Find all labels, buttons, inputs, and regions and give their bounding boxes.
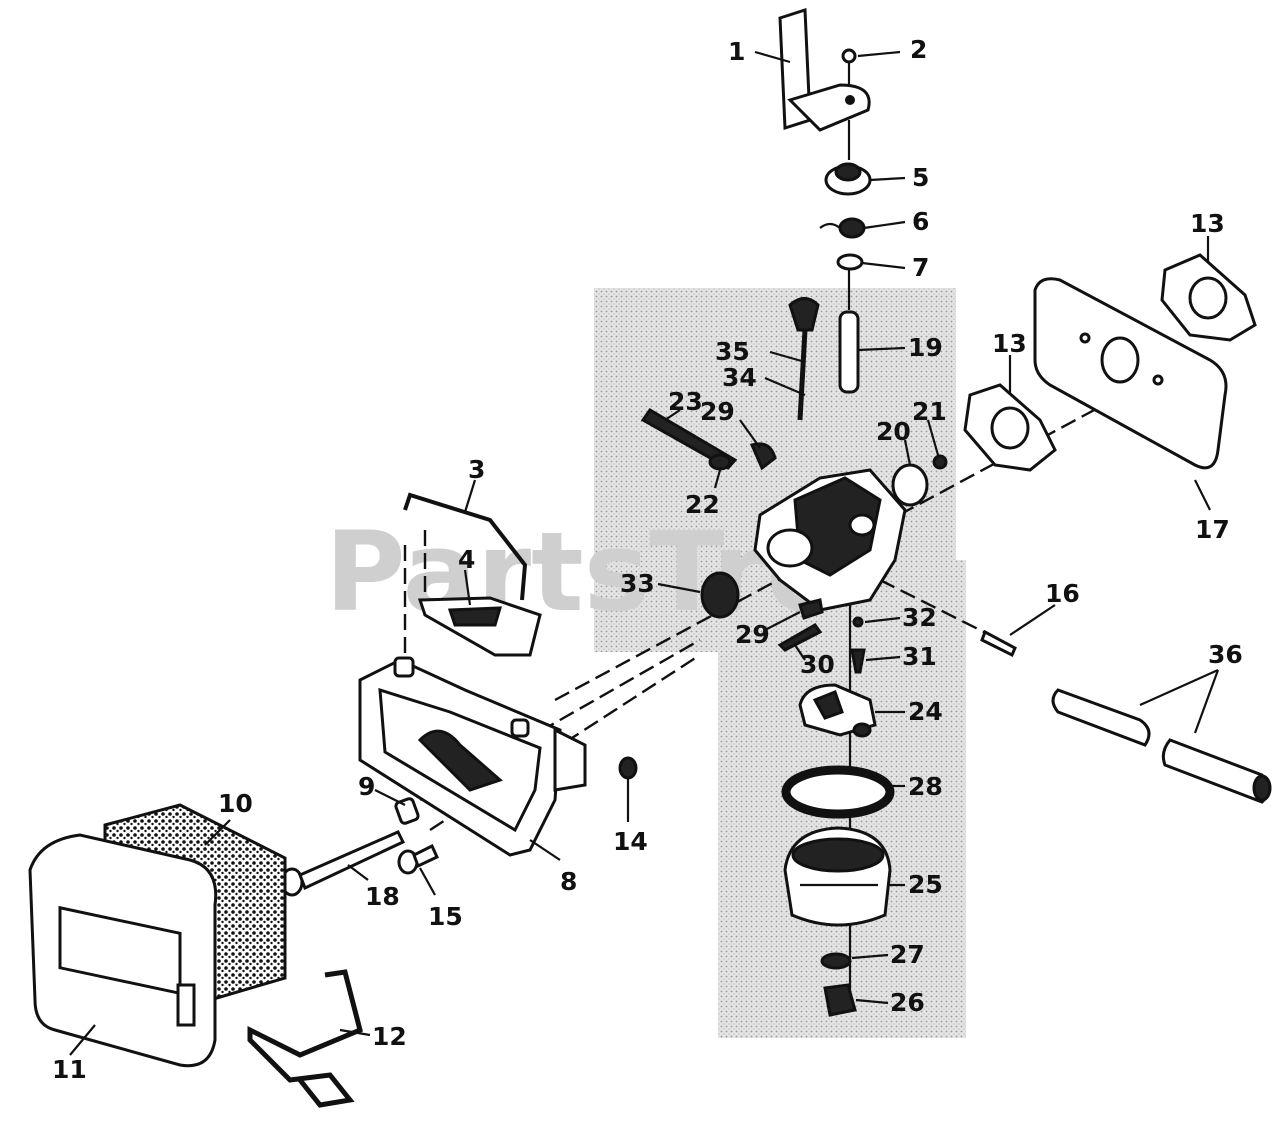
callout-11: 11 — [52, 1055, 87, 1084]
callout-4: 4 — [458, 545, 475, 574]
part-26-nut — [823, 983, 857, 1017]
part-31-needle-valve — [850, 648, 866, 674]
callout-34: 34 — [722, 363, 757, 392]
part-5-knob — [824, 162, 872, 196]
callout-15: 15 — [428, 902, 463, 931]
part-29-clip-lower — [798, 598, 824, 620]
callout-29-lower: 29 — [735, 620, 770, 649]
part-15-short-bolt — [397, 843, 439, 875]
part-21-plug — [932, 454, 948, 470]
part-18-long-bolt — [280, 830, 406, 897]
callout-8: 8 — [560, 867, 577, 896]
part-28-gasket — [781, 765, 895, 819]
callout-30: 30 — [800, 650, 835, 679]
callout-12: 12 — [372, 1022, 407, 1051]
part-22-spring — [708, 453, 732, 471]
callout-35: 35 — [715, 337, 750, 366]
callout-16: 16 — [1045, 579, 1080, 608]
callout-leader-lines — [69, 50, 1220, 1056]
callout-9: 9 — [358, 772, 375, 801]
part-13-gasket-right — [1160, 253, 1257, 342]
part-11-filter-cover — [28, 833, 218, 1068]
callout-6: 6 — [912, 207, 929, 236]
callout-26: 26 — [890, 988, 925, 1017]
part-25-float-bowl — [783, 826, 892, 927]
callout-18: 18 — [365, 882, 400, 911]
part-8-air-filter-base — [358, 656, 587, 857]
callout-28: 28 — [908, 772, 943, 801]
part-2-screw — [841, 48, 857, 85]
part-33-cap — [700, 571, 740, 619]
callout-22: 22 — [685, 490, 720, 519]
callout-5: 5 — [912, 163, 929, 192]
callout-14: 14 — [613, 827, 648, 856]
callout-7: 7 — [912, 253, 929, 282]
part-9-spacer — [394, 797, 420, 825]
callout-3: 3 — [468, 455, 485, 484]
callout-13-right: 13 — [1190, 209, 1225, 238]
part-24-float — [798, 683, 877, 738]
part-19-shaft — [838, 310, 860, 394]
callout-33: 33 — [620, 569, 655, 598]
part-12-clip — [247, 969, 363, 1108]
callout-20: 20 — [876, 417, 911, 446]
part-35-lever — [788, 297, 820, 421]
part-36-fuel-hoses — [1051, 688, 1272, 804]
callout-36: 36 — [1208, 640, 1243, 669]
part-16-pin — [980, 629, 1017, 658]
part-14-nut — [618, 756, 638, 780]
part-13-gasket-left — [963, 383, 1057, 472]
callout-13-left: 13 — [992, 329, 1027, 358]
part-27-washer — [820, 952, 852, 970]
part-17-insulator-plate — [1033, 277, 1228, 470]
callout-1: 1 — [728, 37, 745, 66]
callout-21: 21 — [912, 397, 947, 426]
callout-labels: 1 2 5 6 7 19 35 34 23 29 22 20 21 13 13 … — [52, 35, 1243, 1084]
callout-24: 24 — [908, 697, 943, 726]
watermark-text: PartsTre — [325, 508, 841, 636]
callout-23: 23 — [668, 387, 703, 416]
callout-19: 19 — [908, 333, 943, 362]
callout-29-upper: 29 — [700, 397, 735, 426]
part-32-ball — [852, 616, 864, 628]
callout-31: 31 — [902, 642, 937, 671]
carburetor-body — [753, 468, 907, 612]
part-3-choke-rod — [403, 492, 528, 601]
callout-27: 27 — [890, 940, 925, 969]
callout-10: 10 — [218, 789, 253, 818]
part-6-spring — [819, 217, 866, 239]
callout-17: 17 — [1195, 515, 1230, 544]
part-30-pin — [777, 623, 823, 652]
part-4-bracket — [417, 596, 542, 657]
part-7-washer — [836, 253, 864, 271]
part-20-o-ring — [891, 463, 929, 507]
callout-25: 25 — [908, 870, 943, 899]
part-1-bracket — [778, 7, 871, 132]
callout-32: 32 — [902, 603, 937, 632]
callout-2: 2 — [910, 35, 927, 64]
